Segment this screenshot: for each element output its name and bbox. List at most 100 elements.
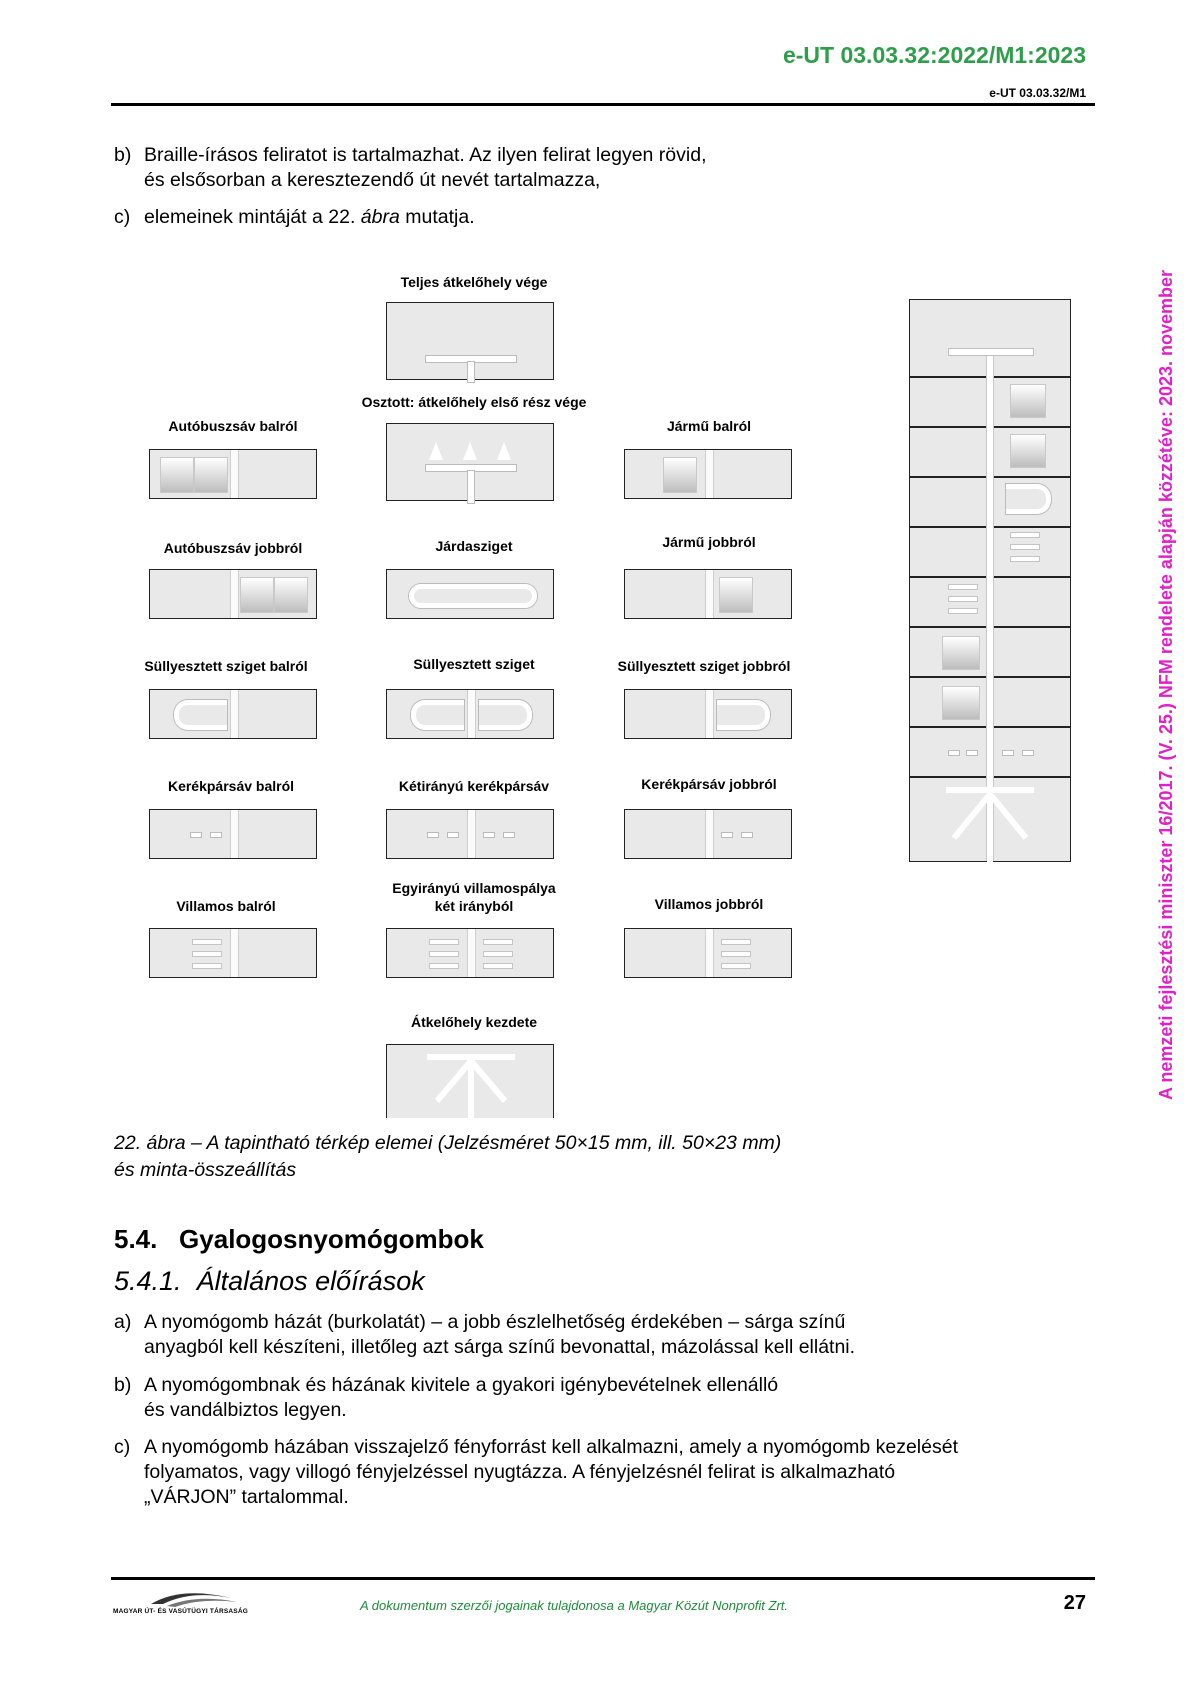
bike-dash bbox=[1022, 750, 1034, 756]
header-rule bbox=[111, 103, 1095, 106]
label-jardasziget: Járdasziget bbox=[435, 538, 513, 554]
island-outline bbox=[409, 584, 537, 608]
bike-dash bbox=[721, 832, 733, 838]
tile-sully-jobbrol bbox=[624, 689, 792, 739]
tram-bar bbox=[483, 939, 513, 945]
label-kerekpar-balrol: Kerékpársáv balról bbox=[167, 778, 295, 794]
list-item-c: c)elemeinek mintáját a 22. ábra mutatja. bbox=[114, 206, 475, 228]
figure-caption-line-2: és minta-összeállítás bbox=[114, 1159, 297, 1181]
footer-copyright: A dokumentum szerzői jogainak tulajdonos… bbox=[360, 1598, 789, 1613]
label-osztott: Osztott: átkelőhely első rész vége bbox=[361, 394, 587, 410]
triangle-icon bbox=[429, 442, 443, 460]
tee-stem bbox=[467, 361, 475, 383]
tram-bar bbox=[721, 951, 751, 957]
strip-top-bar bbox=[948, 348, 1034, 356]
bike-dash bbox=[190, 832, 202, 838]
tram-bar bbox=[948, 584, 978, 590]
tram-bar bbox=[483, 951, 513, 957]
figure-caption-line-1: 22. ábra – A tapintható térkép elemei (J… bbox=[114, 1132, 782, 1154]
bus-block bbox=[240, 577, 274, 613]
tram-bar bbox=[948, 608, 978, 614]
label-sully-balrol: Süllyesztett sziget balról bbox=[144, 658, 308, 674]
half-island-right bbox=[717, 700, 770, 730]
bike-dash bbox=[427, 832, 439, 838]
bike-dash bbox=[483, 832, 495, 838]
label-villamos-balrol: Villamos balról bbox=[176, 898, 276, 914]
document-code: e-UT 03.03.32:2022/M1:2023 bbox=[782, 42, 1086, 68]
start-symbol bbox=[946, 787, 1034, 862]
label-egyiranyu-2: két irányból bbox=[434, 898, 514, 914]
label-kerekpar-jobbrol: Kerékpársáv jobbról bbox=[641, 776, 777, 792]
tile-villamos-balrol bbox=[149, 928, 317, 978]
tram-bar bbox=[1010, 556, 1040, 562]
label-ketiranyu: Kétirányú kerékpársáv bbox=[398, 778, 550, 794]
tram-bar bbox=[721, 963, 751, 969]
subsection-heading: 5.4.1. Általános előírások bbox=[114, 1266, 425, 1296]
label-jarmu-jobbrol: Jármű jobbról bbox=[662, 534, 756, 550]
document-subcode: e-UT 03.03.32/M1 bbox=[989, 86, 1086, 100]
tile-jarmu-balrol bbox=[624, 449, 792, 499]
label-sully: Süllyesztett sziget bbox=[413, 656, 535, 672]
tile-kerekpar-balrol bbox=[149, 809, 317, 859]
label-busz-balrol: Autóbuszsáv balról bbox=[168, 418, 298, 434]
section-heading: 5.4. Gyalogosnyomógombok bbox=[114, 1224, 484, 1254]
tram-bar bbox=[429, 951, 459, 957]
label-busz-jobbrol: Autóbuszsáv jobbról bbox=[163, 540, 303, 556]
vehicle-block bbox=[719, 577, 753, 613]
tram-bar bbox=[948, 596, 978, 602]
half-island-right bbox=[479, 700, 532, 730]
tram-bar bbox=[1010, 544, 1040, 550]
tee-stem bbox=[467, 470, 475, 504]
bike-dash bbox=[741, 832, 753, 838]
publisher-logo: MAGYAR ÚT- ÉS VASÚTÜGYI TÁRSASÁG bbox=[111, 1588, 261, 1616]
triangle-icon bbox=[497, 442, 511, 460]
bike-dash bbox=[966, 750, 978, 756]
bus-block bbox=[160, 457, 194, 493]
side-publication-note: A nemzeti fejlesztési miniszter 16/2017.… bbox=[1156, 269, 1176, 1100]
vehicle-block bbox=[663, 457, 697, 493]
start-symbol bbox=[427, 1054, 515, 1119]
footer-rule bbox=[111, 1577, 1095, 1580]
bus-block bbox=[942, 686, 980, 720]
bus-block bbox=[942, 636, 980, 670]
tile-teljes-vege bbox=[386, 302, 554, 383]
list-item-a: a)A nyomógomb házát (burkolatát) – a job… bbox=[114, 1311, 856, 1358]
tile-kezdete bbox=[386, 1044, 554, 1119]
label-sully-jobbrol: Süllyesztett sziget jobbról bbox=[617, 658, 791, 674]
bus-block bbox=[274, 577, 308, 613]
tile-jarmu-jobbrol bbox=[624, 569, 792, 619]
tram-bar bbox=[483, 963, 513, 969]
list-item-b2: b)A nyomógombnak és házának kivitele a g… bbox=[114, 1374, 779, 1421]
strip-spine bbox=[986, 352, 994, 861]
sample-assembly bbox=[909, 299, 1071, 862]
bike-dash bbox=[948, 750, 960, 756]
tile-egyiranyu bbox=[386, 928, 554, 978]
tile-busz-jobbrol bbox=[149, 569, 317, 619]
tram-bar bbox=[429, 939, 459, 945]
bike-dash bbox=[1002, 750, 1014, 756]
label-teljes-vege: Teljes átkelőhely vége bbox=[400, 274, 548, 290]
tile-villamos-jobbrol bbox=[624, 928, 792, 978]
logo-swoosh-icon bbox=[151, 1593, 237, 1607]
bike-dash bbox=[503, 832, 515, 838]
triangle-icon bbox=[463, 442, 477, 460]
tile-sully bbox=[386, 689, 554, 739]
page-number: 27 bbox=[1063, 1592, 1086, 1614]
tram-bar bbox=[192, 963, 222, 969]
tram-bar bbox=[1010, 532, 1040, 538]
half-island-left bbox=[174, 700, 227, 730]
tram-bar bbox=[192, 951, 222, 957]
list-item-b: b)Braille-írásos feliratot is tartalmazh… bbox=[114, 144, 707, 191]
label-jarmu-balrol: Jármű balról bbox=[666, 418, 752, 434]
list-item-c2: c)A nyomógomb házában visszajelző fényfo… bbox=[114, 1436, 958, 1508]
label-kezdete: Átkelőhely kezdete bbox=[410, 1014, 538, 1030]
label-villamos-jobbrol: Villamos jobbról bbox=[654, 896, 764, 912]
bike-dash bbox=[447, 832, 459, 838]
tile-osztott bbox=[386, 423, 554, 504]
tram-bar bbox=[721, 939, 751, 945]
tile-sully-balrol bbox=[149, 689, 317, 739]
vehicle-block bbox=[1010, 384, 1046, 418]
tile-ketiranyu bbox=[386, 809, 554, 859]
bus-block bbox=[194, 457, 228, 493]
vehicle-block bbox=[1010, 434, 1046, 468]
